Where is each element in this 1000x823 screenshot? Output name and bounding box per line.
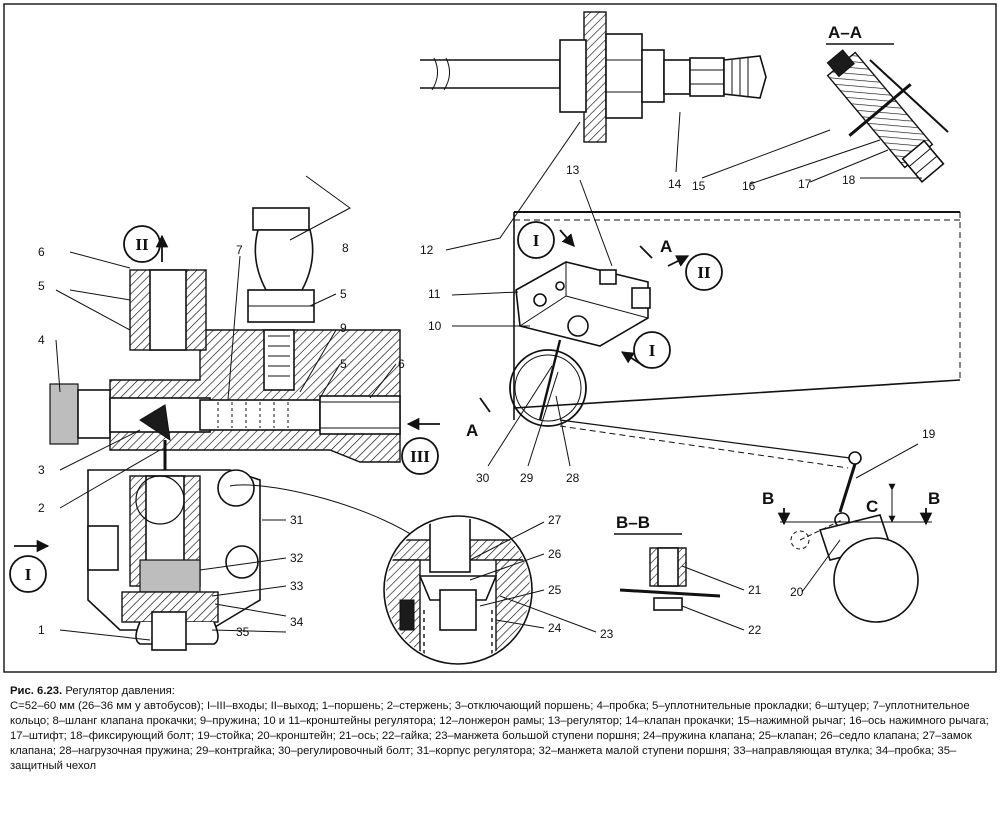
port-i-upper: I	[517, 221, 555, 259]
callout-numbers: 6 5 4 3 2 1 7 8 5 9 5 6 31 32 33 34 35 1…	[38, 163, 936, 641]
section-a-a-title: А–А	[828, 23, 862, 42]
callout-27: 27	[548, 513, 562, 527]
callout-34: 34	[290, 615, 304, 629]
callout-9: 9	[340, 321, 347, 335]
figure-legend: С=52–60 мм (26–36 мм у автобусов); I–III…	[10, 700, 989, 772]
callout-1: 1	[38, 623, 45, 637]
callout-15: 15	[692, 179, 706, 193]
callout-21: 21	[748, 583, 762, 597]
port-ii-top-label: II	[135, 235, 149, 254]
valve-detail-enlarged	[135, 475, 533, 665]
callout-22: 22	[748, 623, 762, 637]
callout-33: 33	[290, 579, 304, 593]
figure-number: Рис. 6.23.	[10, 685, 63, 697]
port-ii-right: II	[685, 253, 723, 291]
callout-11: 11	[428, 287, 441, 301]
dimension-c-label: С	[866, 497, 878, 516]
callout-13: 13	[566, 163, 580, 177]
section-mark-b-left: В	[762, 489, 774, 508]
regulator-mounted	[509, 261, 851, 469]
callout-31: 31	[290, 513, 304, 527]
callout-2: 2	[38, 501, 45, 515]
border	[3, 3, 997, 673]
callout-18: 18	[842, 173, 856, 187]
port-iii-label: III	[410, 447, 430, 466]
callout-17: 17	[798, 177, 812, 191]
callout-5-left: 5	[38, 279, 45, 293]
callout-35: 35	[236, 625, 250, 639]
port-i-left: I	[9, 555, 47, 593]
callout-30: 30	[476, 471, 490, 485]
callout-23: 23	[600, 627, 614, 641]
callout-29: 29	[520, 471, 534, 485]
callout-19: 19	[922, 427, 936, 441]
callout-10: 10	[428, 319, 442, 333]
figure-title: Регулятор давления:	[65, 685, 175, 697]
section-mark-b-right: В	[928, 489, 940, 508]
port-i-lower-label: I	[649, 341, 656, 360]
axle-bracket-assembly	[780, 451, 932, 623]
callout-5-mid: 5	[340, 287, 347, 301]
callout-7: 7	[236, 243, 243, 257]
callout-25: 25	[548, 583, 562, 597]
regulator-body-section	[49, 269, 401, 651]
callout-16: 16	[742, 179, 756, 193]
port-ii-top: II	[123, 225, 161, 263]
figure-caption: Рис. 6.23. Регулятор давления: С=52–60 м…	[10, 684, 992, 774]
callout-5-right: 5	[340, 357, 347, 371]
section-b-b: В–В	[614, 513, 721, 611]
diagram-frame: А–А	[3, 3, 997, 673]
callout-28: 28	[566, 471, 580, 485]
port-i-upper-label: I	[533, 231, 540, 250]
section-a-a: А–А	[826, 23, 949, 183]
callout-24: 24	[548, 621, 562, 635]
callout-8: 8	[342, 241, 349, 255]
section-b-b-title: В–В	[616, 513, 650, 532]
port-i-left-label: I	[25, 565, 32, 584]
section-mark-a-upper: А	[660, 237, 672, 256]
leader-lines	[55, 111, 922, 641]
bleed-valve-hose	[247, 57, 561, 323]
callout-32: 32	[290, 551, 304, 565]
section-mark-a-lower: А	[466, 421, 478, 440]
callout-12: 12	[420, 243, 434, 257]
callout-4: 4	[38, 333, 45, 347]
bleed-valve-assembly	[559, 11, 767, 143]
callout-3: 3	[38, 463, 45, 477]
frame-side-member	[513, 211, 961, 420]
callout-6-left: 6	[38, 245, 45, 259]
callout-14: 14	[668, 177, 682, 191]
port-i-lower: I	[633, 331, 671, 369]
callout-20: 20	[790, 585, 804, 599]
port-iii: III	[401, 437, 439, 475]
port-ii-right-label: II	[697, 263, 711, 282]
pressure-regulator-drawing: А–А	[3, 3, 997, 673]
callout-6-right: 6	[398, 357, 405, 371]
callout-26: 26	[548, 547, 562, 561]
